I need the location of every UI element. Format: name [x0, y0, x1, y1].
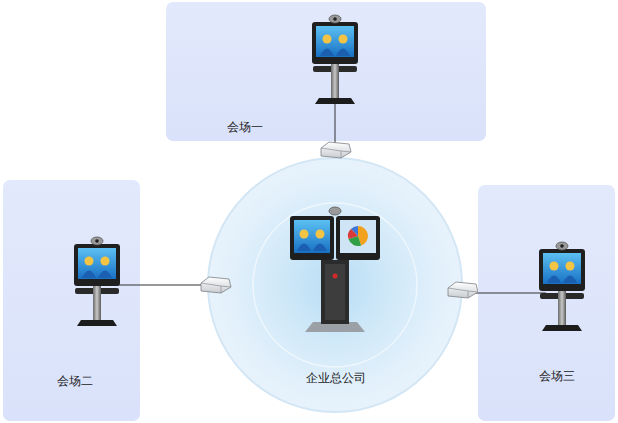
- router-icon: [321, 142, 351, 158]
- video-terminal: [539, 242, 585, 331]
- node-label: 会场二: [57, 374, 93, 388]
- network-link: [140, 285, 207, 286]
- hub-circle: 企业总公司: [207, 157, 463, 413]
- node-label: 会场一: [227, 120, 263, 134]
- node-label: 企业总公司: [306, 371, 366, 385]
- video-terminal: [74, 237, 120, 326]
- venue-box: 会场三: [478, 185, 615, 421]
- venue-box: 会场二: [3, 180, 140, 421]
- venue-box: 会场一: [166, 2, 486, 141]
- router-icon: [201, 277, 231, 293]
- video-terminal: [312, 15, 358, 104]
- node-illustration: [166, 2, 486, 141]
- glow-ring: [253, 203, 417, 367]
- terminal-cable: [478, 293, 546, 294]
- central-terminal: [290, 207, 380, 332]
- terminal-cable: [335, 104, 336, 141]
- node-illustration: [478, 185, 615, 421]
- router-icon: [448, 282, 478, 298]
- node-label: 会场三: [539, 369, 575, 383]
